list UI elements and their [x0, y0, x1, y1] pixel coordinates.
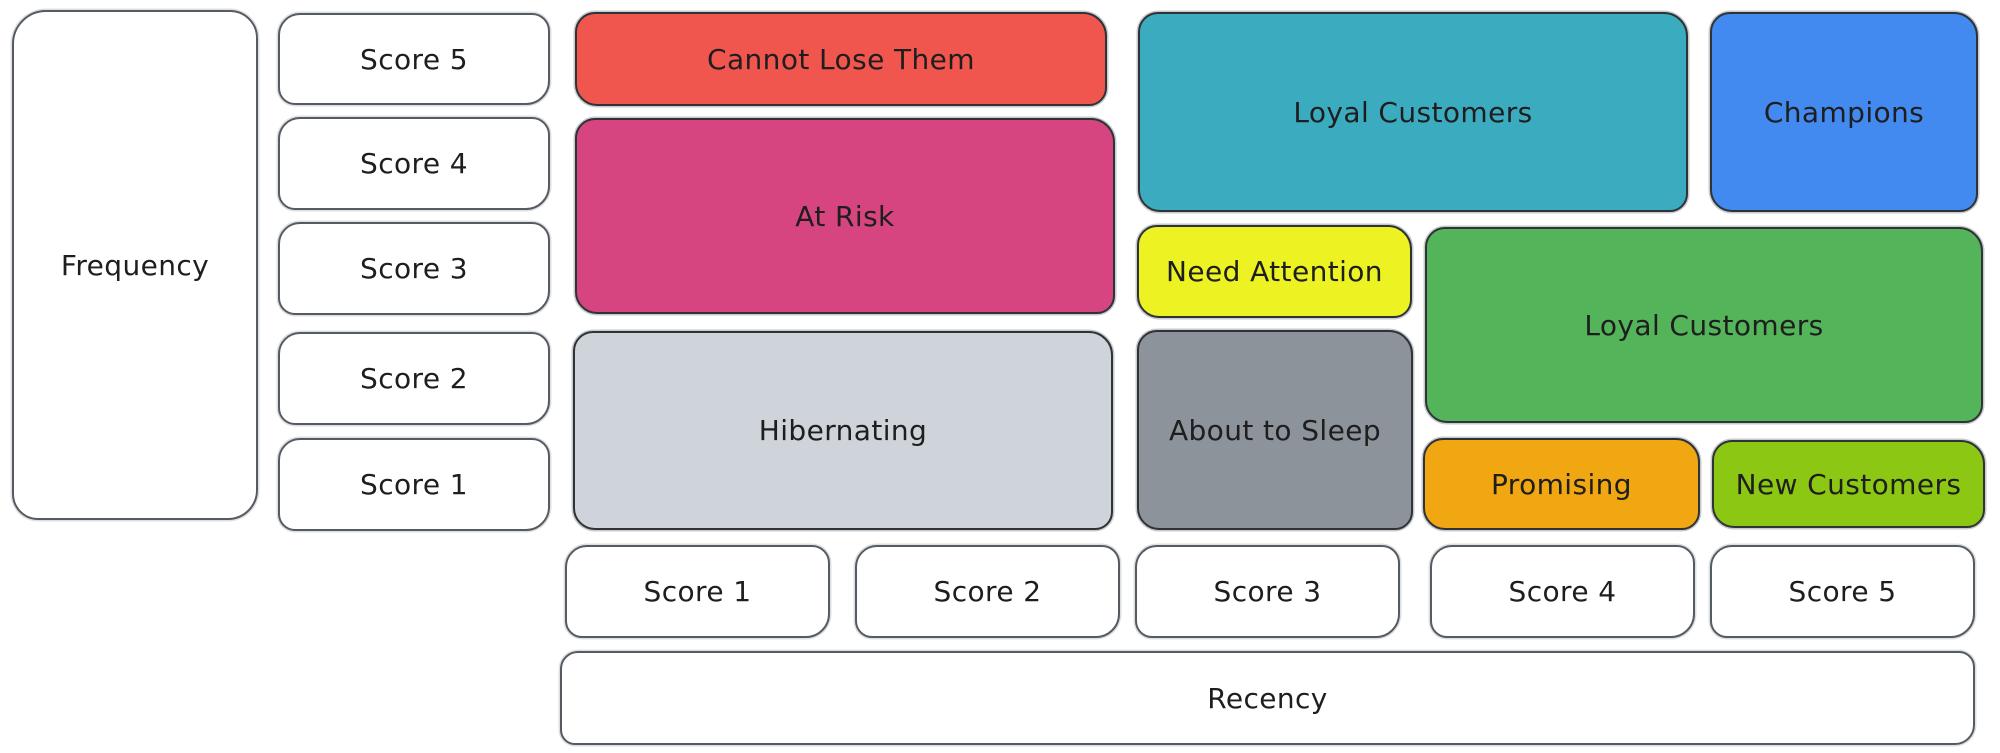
recency-score-1: Score 1	[565, 545, 830, 638]
segment-loyal-customers-upper: Loyal Customers	[1138, 12, 1688, 212]
segment-promising: Promising	[1423, 438, 1700, 530]
recency-score-5: Score 5	[1710, 545, 1975, 638]
recency-score-4: Score 4	[1430, 545, 1695, 638]
segment-champions: Champions	[1710, 12, 1978, 212]
segment-at-risk: At Risk	[575, 118, 1115, 314]
frequency-axis-label: Frequency	[12, 10, 258, 520]
segment-cannot-lose-them: Cannot Lose Them	[575, 12, 1107, 106]
frequency-score-4: Score 4	[278, 117, 550, 210]
frequency-score-2: Score 2	[278, 332, 550, 425]
recency-axis-label: Recency	[560, 651, 1975, 745]
segment-need-attention: Need Attention	[1137, 225, 1412, 318]
frequency-score-5: Score 5	[278, 13, 550, 105]
segment-about-to-sleep: About to Sleep	[1137, 330, 1413, 530]
frequency-score-1: Score 1	[278, 438, 550, 531]
segment-hibernating: Hibernating	[573, 331, 1113, 530]
frequency-score-3: Score 3	[278, 222, 550, 315]
segment-new-customers: New Customers	[1712, 440, 1985, 528]
segment-loyal-customers-lower: Loyal Customers	[1425, 227, 1983, 423]
recency-score-3: Score 3	[1135, 545, 1400, 638]
recency-score-2: Score 2	[855, 545, 1120, 638]
